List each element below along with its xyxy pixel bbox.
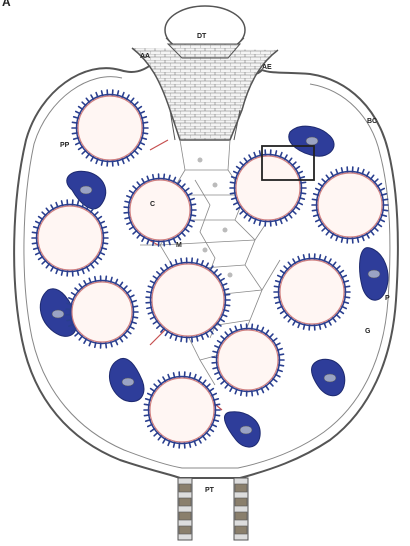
blue-cell-nucleus xyxy=(306,137,318,145)
label-bc: BC xyxy=(367,118,377,125)
label-ae: AE xyxy=(262,64,272,71)
label-pt: PT xyxy=(205,487,215,494)
panel-letter: A xyxy=(2,0,11,9)
blue-cell-nucleus xyxy=(52,310,64,318)
label-dt: DT xyxy=(197,33,207,40)
label-p: P xyxy=(385,295,390,302)
label-g: G xyxy=(365,328,371,335)
blue-cell-nucleus xyxy=(324,374,336,382)
label-m: M xyxy=(176,242,182,249)
blue-cell-nucleus xyxy=(80,186,92,194)
label-pp: PP xyxy=(60,142,70,149)
blue-cell-nucleus xyxy=(368,270,380,278)
blue-cell-nucleus xyxy=(240,426,252,434)
label-c: C xyxy=(150,201,155,208)
blue-cell-nucleus xyxy=(122,378,134,386)
label-aa: AA xyxy=(140,53,150,60)
